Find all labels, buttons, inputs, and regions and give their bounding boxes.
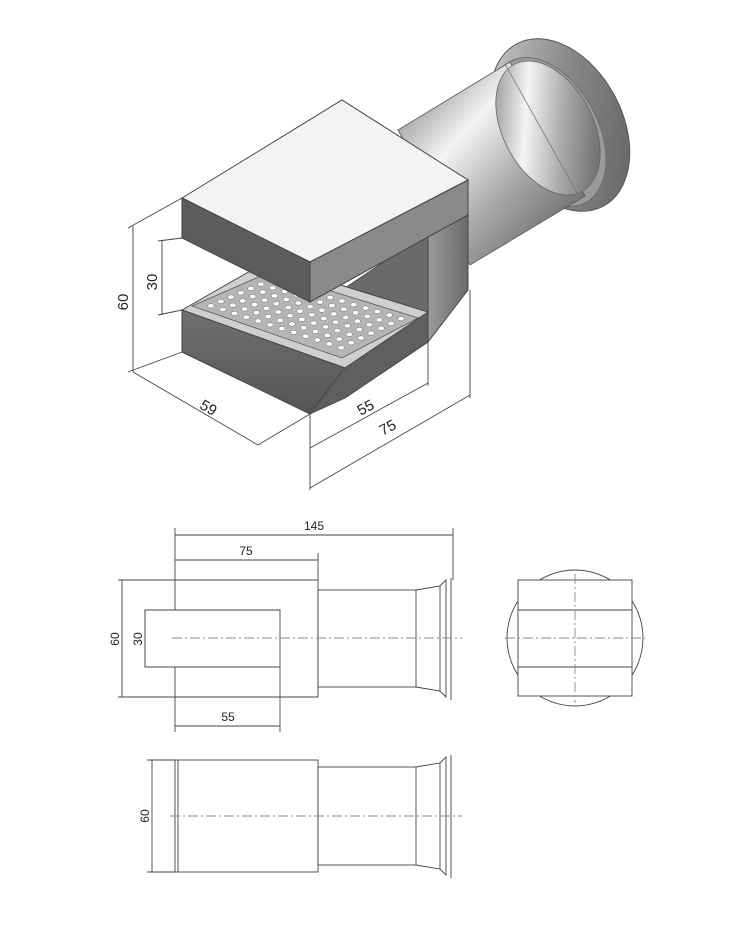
front-view: [118, 528, 462, 732]
pad-hole: [326, 295, 334, 300]
pad-hole: [367, 330, 375, 336]
pad-hole: [237, 290, 245, 296]
pad-hole: [239, 298, 247, 304]
front-flange: [415, 578, 447, 699]
pad-hole: [271, 293, 279, 299]
pad-hole: [342, 315, 350, 320]
pad-hole: [323, 332, 331, 338]
pad-hole: [207, 303, 215, 309]
pad-hole: [385, 312, 393, 318]
pad-hole: [335, 336, 343, 342]
pad-hole: [320, 316, 328, 321]
front-tube: [317, 589, 417, 688]
pad-hole: [337, 345, 345, 351]
pad-hole: [272, 301, 280, 307]
iso-dimensions: [127, 197, 471, 490]
pad-hole: [241, 306, 249, 312]
iso-clamp-body: [180, 99, 470, 415]
pad-hole: [257, 281, 265, 287]
top-view: [147, 755, 462, 878]
pad-hole: [227, 294, 235, 300]
pad-hole: [247, 286, 255, 291]
pad-hole: [262, 305, 270, 311]
pad-hole: [343, 323, 351, 329]
pad-hole: [217, 299, 225, 304]
pad-hole: [219, 307, 227, 313]
iso-dim-gap-30: 30: [144, 274, 161, 291]
pad-hole: [333, 328, 341, 334]
front-dim-inner-55: 55: [221, 710, 235, 724]
pad-hole: [306, 304, 314, 310]
pad-hole: [373, 309, 381, 315]
pad-hole: [328, 303, 336, 309]
pad-hole: [347, 340, 355, 346]
front-dim-clamp-75: 75: [239, 544, 253, 558]
pad-hole: [231, 310, 239, 316]
pad-hole: [340, 306, 348, 312]
pad-hole: [264, 314, 272, 319]
pad-hole: [375, 317, 383, 323]
pad-hole: [266, 322, 274, 328]
pad-hole: [308, 312, 316, 318]
pad-hole: [278, 326, 286, 332]
pad-hole: [345, 331, 353, 337]
pad-hole: [252, 310, 260, 316]
pad-hole: [312, 329, 320, 334]
side-view: [505, 569, 645, 707]
pad-hole: [330, 311, 338, 317]
front-dim-gap-30: 30: [131, 632, 145, 646]
pad-hole: [286, 313, 294, 319]
iso-dim-height-60: 60: [115, 294, 132, 311]
pad-hole: [363, 313, 371, 319]
pad-hole: [353, 318, 361, 324]
pad-hole: [282, 296, 290, 302]
pad-hole: [274, 309, 282, 315]
pad-hole: [290, 329, 298, 335]
pad-hole: [229, 302, 237, 308]
iso-dim-inner-55: 55: [355, 397, 378, 420]
pad-hole: [387, 321, 395, 326]
pad-hole: [325, 341, 333, 347]
pad-hole: [365, 322, 373, 328]
pad-hole: [259, 289, 267, 295]
pad-hole: [300, 325, 308, 331]
pad-hole: [269, 285, 277, 291]
pad-hole: [261, 297, 269, 303]
front-clamp-outline: [175, 579, 319, 698]
pad-hole: [276, 317, 284, 323]
top-dim-width-60: 60: [138, 809, 152, 823]
pad-hole: [318, 307, 326, 313]
pad-hole: [332, 319, 340, 325]
pad-hole: [316, 299, 324, 305]
pad-hole: [284, 305, 292, 310]
iso-dim-depth-59: 59: [197, 397, 220, 420]
pad-hole: [310, 320, 318, 326]
pad-hole: [251, 302, 259, 308]
iso-dim-outer-75: 75: [377, 417, 400, 440]
pad-hole: [338, 298, 346, 304]
pad-hole: [313, 337, 321, 343]
pad-hole: [350, 302, 358, 308]
pad-hole: [362, 305, 370, 311]
pad-hole: [294, 300, 302, 306]
pad-hole: [254, 318, 262, 324]
pad-hole: [377, 325, 385, 331]
pad-hole: [298, 316, 306, 322]
isometric-view: 60 30 59 55 75: [115, 38, 631, 490]
pad-hole: [355, 327, 363, 332]
pad-hole: [357, 335, 365, 341]
pad-hole: [322, 324, 330, 330]
pad-hole: [288, 321, 296, 327]
front-dim-height-60: 60: [108, 632, 122, 646]
pad-hole: [397, 316, 405, 322]
pad-hole: [302, 333, 310, 339]
pad-hole: [296, 308, 304, 314]
pad-hole: [352, 310, 360, 316]
pad-hole: [249, 294, 257, 299]
front-dim-overall-145: 145: [304, 519, 324, 533]
pad-hole: [242, 314, 250, 320]
